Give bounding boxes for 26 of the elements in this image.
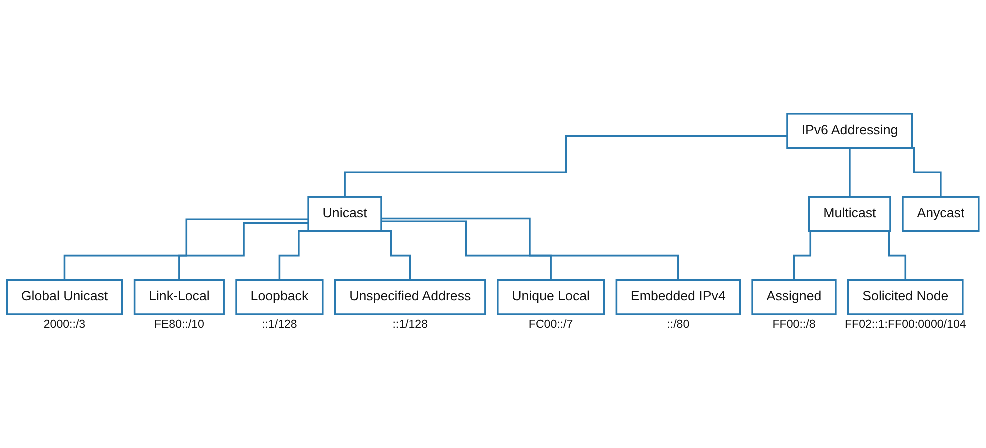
connector bbox=[64, 218, 309, 282]
node-box: Loopback bbox=[236, 279, 324, 316]
address-prefix-label: 2000::/3 bbox=[44, 318, 86, 331]
connector bbox=[178, 222, 309, 282]
connector bbox=[382, 218, 680, 282]
address-prefix-label: FC00::/7 bbox=[528, 318, 574, 331]
connector bbox=[382, 220, 552, 282]
node-box: Multicast bbox=[808, 196, 892, 232]
address-prefix-label: FE80::/10 bbox=[154, 318, 204, 331]
node-box: Solicited Node bbox=[848, 279, 964, 316]
address-prefix-label: FF00::/8 bbox=[772, 318, 816, 331]
node-box: Global Unicast bbox=[6, 279, 124, 316]
node-box: Assigned bbox=[752, 279, 837, 316]
address-prefix-label: ::1/128 bbox=[392, 318, 428, 331]
connector bbox=[344, 135, 788, 198]
address-prefix-label: ::1/128 bbox=[262, 318, 298, 331]
node-box: Anycast bbox=[902, 196, 980, 232]
node-box: IPv6 Addressing bbox=[786, 113, 914, 150]
address-prefix-label: FF02::1:FF00:0000/104 bbox=[844, 318, 966, 331]
node-box: Unique Local bbox=[497, 279, 606, 316]
connector bbox=[849, 147, 851, 198]
node-box: Unicast bbox=[308, 196, 382, 232]
node-box: Unspecified Address bbox=[334, 279, 486, 316]
node-box: Link-Local bbox=[134, 279, 225, 316]
address-prefix-label: ::/80 bbox=[667, 318, 690, 331]
node-box: Embedded IPv4 bbox=[616, 279, 741, 316]
